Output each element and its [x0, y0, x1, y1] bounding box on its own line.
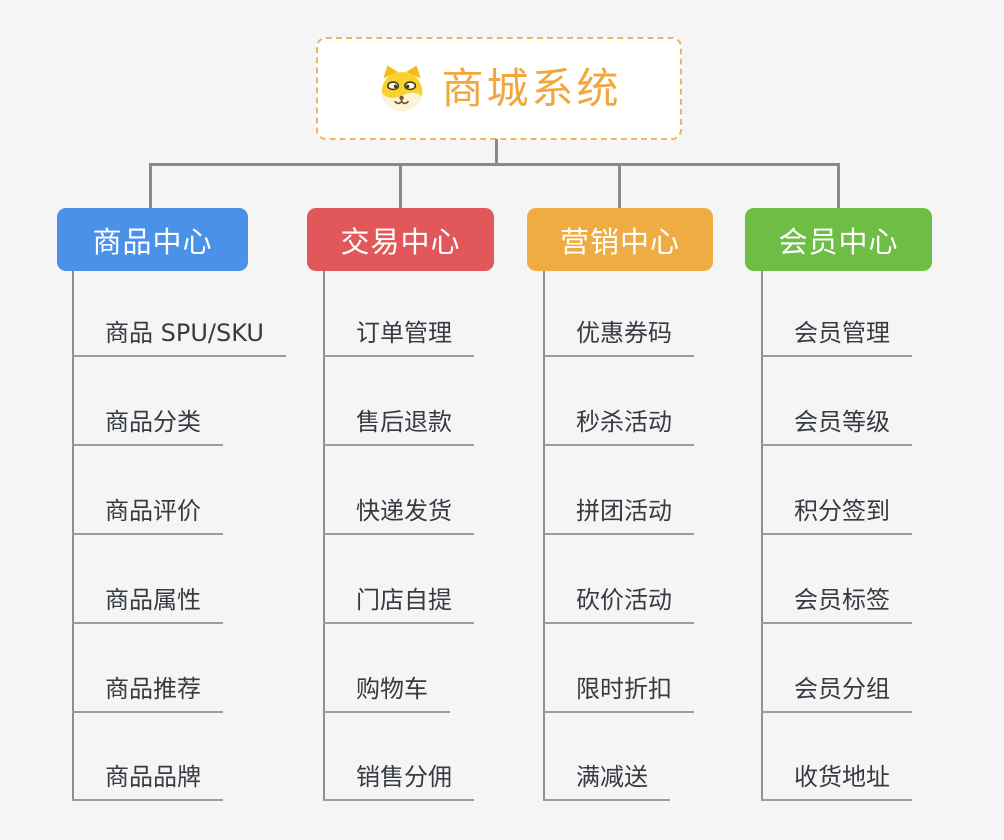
- leaf-member-group[interactable]: 会员分组: [761, 671, 912, 713]
- leaf-product-review[interactable]: 商品评价: [72, 493, 223, 535]
- leaf-store-pickup[interactable]: 门店自提: [323, 582, 474, 624]
- root-title: 商城系统: [441, 63, 622, 113]
- root-node[interactable]: 商城系统: [316, 37, 682, 140]
- branch-spine-product-center: [72, 271, 74, 801]
- leaf-sales-commission[interactable]: 销售分佣: [323, 759, 474, 801]
- connector-bus: [149, 163, 840, 166]
- leaf-product-brand[interactable]: 商品品牌: [72, 759, 223, 801]
- connector-drop-trade-center: [399, 163, 402, 208]
- dog-icon: [382, 64, 423, 111]
- branch-spine-trade-center: [323, 271, 325, 801]
- branch-spine-marketing-center: [543, 271, 545, 801]
- branch-node-trade-center[interactable]: 交易中心: [307, 208, 494, 271]
- branch-node-marketing-center[interactable]: 营销中心: [527, 208, 713, 271]
- leaf-coupon-code[interactable]: 优惠券码: [543, 315, 694, 357]
- leaf-flash-sale[interactable]: 秒杀活动: [543, 404, 694, 446]
- leaf-points-checkin[interactable]: 积分签到: [761, 493, 912, 535]
- branch-node-product-center[interactable]: 商品中心: [57, 208, 248, 271]
- leaf-bargain-activity[interactable]: 砍价活动: [543, 582, 694, 624]
- connector-drop-marketing-center: [618, 163, 621, 208]
- leaf-group-buy[interactable]: 拼团活动: [543, 493, 694, 535]
- leaf-express-delivery[interactable]: 快递发货: [323, 493, 474, 535]
- leaf-member-tag[interactable]: 会员标签: [761, 582, 912, 624]
- leaf-full-reduction[interactable]: 满减送: [543, 759, 670, 801]
- leaf-order-management[interactable]: 订单管理: [323, 315, 474, 357]
- branch-node-member-center[interactable]: 会员中心: [745, 208, 932, 271]
- leaf-member-management[interactable]: 会员管理: [761, 315, 912, 357]
- connector-root-stem: [495, 139, 498, 166]
- branch-spine-member-center: [761, 271, 763, 801]
- leaf-product-attribute[interactable]: 商品属性: [72, 582, 223, 624]
- connector-drop-product-center: [149, 163, 152, 208]
- leaf-product-recommend[interactable]: 商品推荐: [72, 671, 223, 713]
- leaf-shipping-address[interactable]: 收货地址: [761, 759, 912, 801]
- leaf-time-limited-discount[interactable]: 限时折扣: [543, 671, 694, 713]
- leaf-product-spu-sku[interactable]: 商品 SPU/SKU: [72, 315, 286, 357]
- connector-drop-member-center: [837, 163, 840, 208]
- leaf-after-sales-refund[interactable]: 售后退款: [323, 404, 474, 446]
- leaf-shopping-cart[interactable]: 购物车: [323, 671, 450, 713]
- leaf-product-category[interactable]: 商品分类: [72, 404, 223, 446]
- leaf-member-level[interactable]: 会员等级: [761, 404, 912, 446]
